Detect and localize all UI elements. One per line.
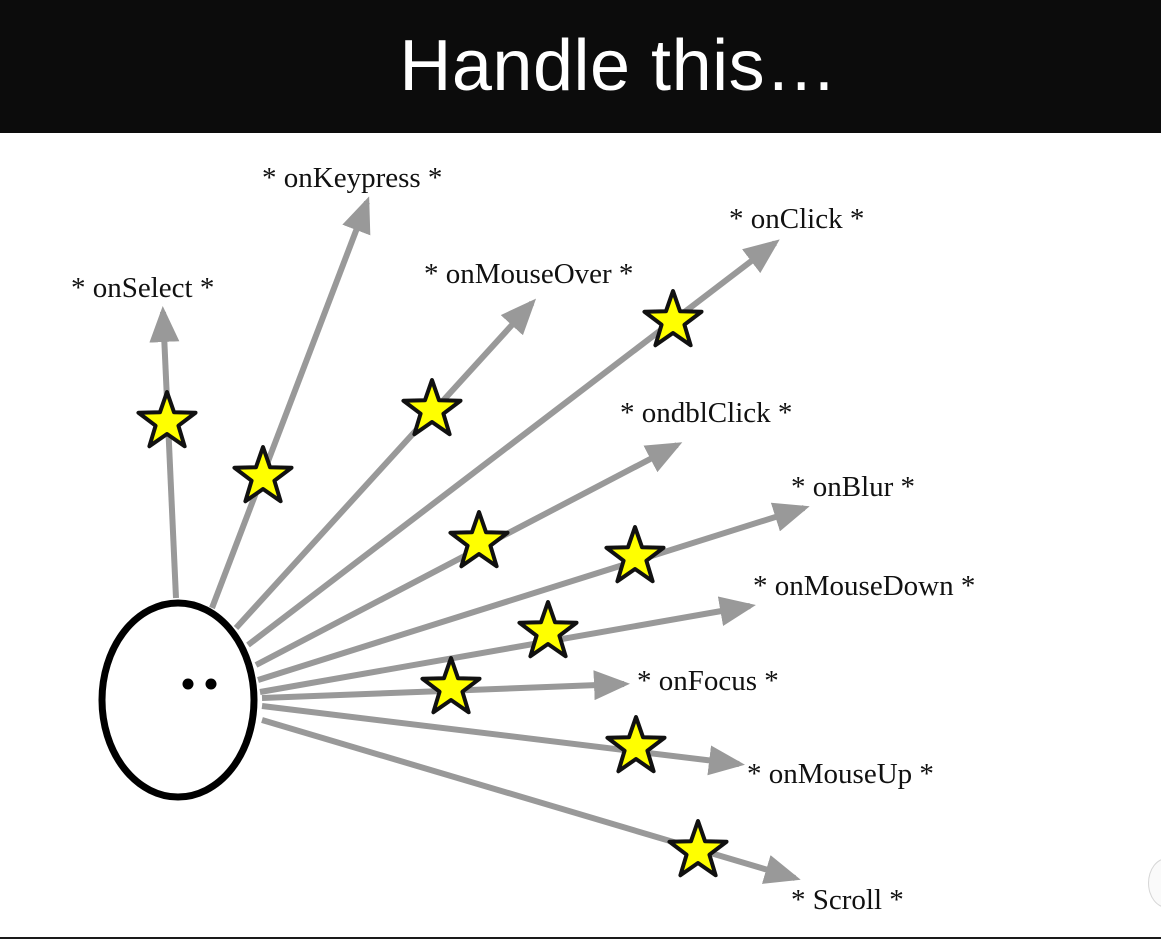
- right-eye: [205, 678, 217, 690]
- arrow-onselect: [149, 306, 180, 599]
- arrow-onblur: [257, 502, 810, 683]
- label-onkeypress: * onKeypress *: [262, 162, 442, 194]
- label-onselect: * onSelect *: [71, 272, 214, 304]
- label-scroll: * Scroll *: [791, 884, 904, 916]
- arrow-onmousedown: [259, 596, 756, 695]
- star-icon: [667, 819, 729, 878]
- face: [98, 599, 258, 801]
- label-onblur: * onBlur *: [791, 471, 915, 503]
- title-bar: [0, 0, 1161, 133]
- label-onmouseup: * onMouseUp *: [747, 758, 934, 790]
- star-icon: [605, 715, 667, 774]
- arrow-onkeypress: [209, 196, 371, 610]
- arrow-onmouseup: [261, 703, 745, 776]
- arrow-scroll: [261, 717, 801, 884]
- left-eye: [182, 678, 194, 690]
- star-icon: [517, 600, 579, 659]
- star-group: [136, 289, 729, 878]
- arrow-onmouseover: [233, 298, 537, 631]
- star-icon: [420, 656, 482, 715]
- label-onclick: * onClick *: [729, 203, 864, 235]
- slide-title: Handle this…: [399, 26, 838, 106]
- label-onmousedown: * onMouseDown *: [753, 570, 975, 602]
- bottom-rule: [0, 937, 1161, 939]
- label-ondblclick: * ondblClick *: [620, 397, 792, 429]
- star-icon: [604, 525, 666, 584]
- face-outline: [98, 599, 258, 801]
- label-onmouseover: * onMouseOver *: [424, 258, 633, 290]
- label-group: * onSelect * * onKeypress * * onMouseOve…: [71, 162, 975, 916]
- label-onfocus: * onFocus *: [637, 665, 779, 697]
- star-icon: [232, 445, 294, 504]
